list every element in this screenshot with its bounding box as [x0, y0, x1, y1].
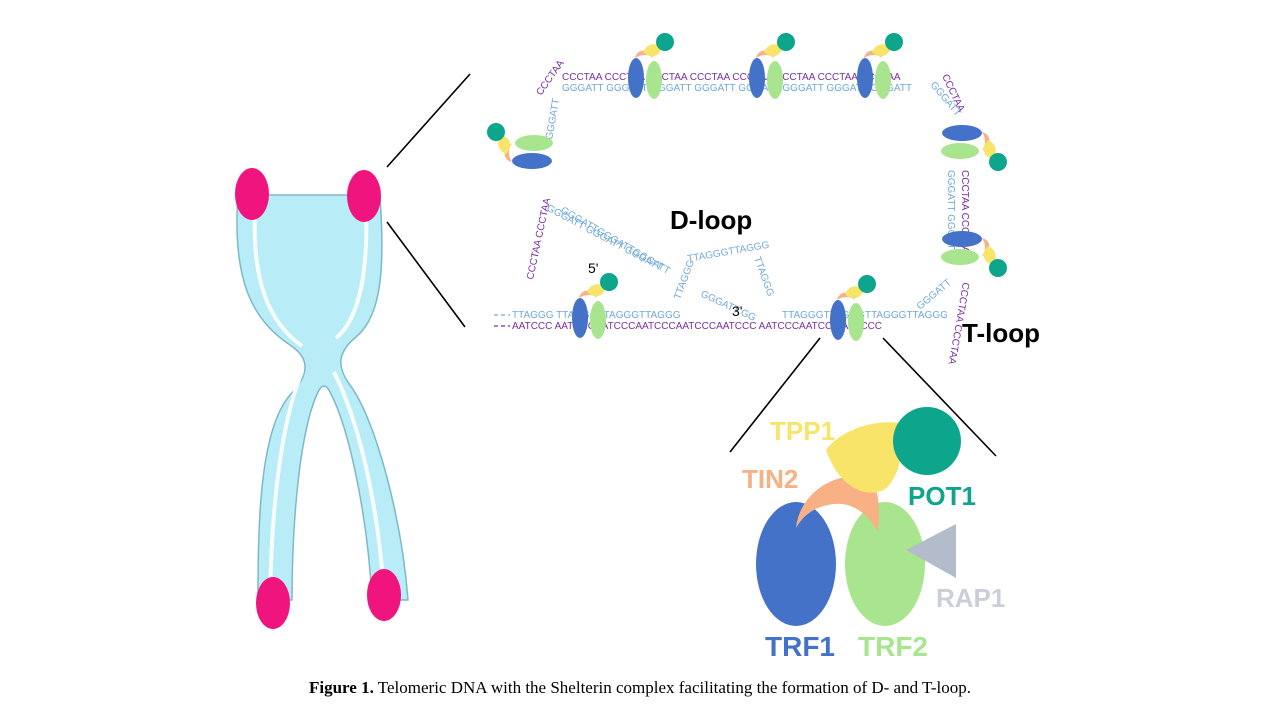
trf1-protein — [756, 502, 836, 626]
five-prime-label: 5' — [588, 260, 598, 276]
zoom-line — [729, 337, 821, 453]
seq-d-loop-strand: GGGATTGGGATTGGGATT — [559, 205, 672, 277]
t-loop-label: T-loop — [962, 318, 1040, 348]
tin2-label: TIN2 — [742, 464, 798, 494]
caption-text: Telomeric DNA with the Shelterin complex… — [377, 678, 971, 697]
pot1-label: POT1 — [908, 481, 976, 511]
seq-top-g: GGGATT GGGATT GGGATT GGGATT GGGATT GGGAT… — [562, 83, 912, 94]
tpp1-protein — [826, 422, 904, 493]
seq-bottom-c: AATCCC AATCCCAATCCCAATCCCAATCCCAATCCC AA… — [512, 321, 882, 332]
mini-complex — [941, 231, 1007, 277]
rap1-protein — [906, 524, 956, 578]
seq-d-loop-overhang: TTAGGG — [672, 258, 697, 301]
telomere-cap-bottom-right — [367, 569, 401, 621]
mini-complex — [487, 123, 553, 169]
seq-left-g: GGGATT — [544, 98, 562, 141]
tin2-protein — [796, 476, 879, 532]
trf2-protein — [845, 502, 925, 626]
zoom-line — [386, 73, 471, 168]
pot1-protein — [893, 407, 961, 475]
rap1-label: RAP1 — [936, 583, 1005, 613]
seq-d-loop-inner: GGGATT GG — [699, 289, 758, 324]
seq-right-g2: GGGATT GGGATT — [945, 170, 956, 256]
zoom-line — [386, 221, 466, 328]
trf2-label: TRF2 — [858, 631, 928, 662]
seq-bottom-g-right: TTAGGGTTAGGGTTAGGGTTAGGG — [782, 310, 948, 321]
seq-right-c2: CCCTAA CCCTAA — [959, 170, 970, 253]
shelterin-complex-detail — [756, 407, 961, 626]
caption-label: Figure 1. — [308, 678, 374, 697]
telomere-cap-bottom-left — [256, 577, 290, 629]
three-prime-label: 3' — [732, 303, 742, 319]
chromosome — [235, 168, 409, 629]
telomere-cap-top-left — [235, 168, 269, 220]
seq-right-g3: GGGATT — [915, 277, 954, 312]
seq-top-c: CCCTAA CCCTAA CCCTAA CCCTAA CCCTAA CCCTA… — [562, 72, 901, 83]
d-loop-label: D-loop — [670, 205, 752, 235]
trf1-label: TRF1 — [765, 631, 835, 662]
zoom-line — [882, 337, 997, 457]
seq-d-loop-right: TTAGGG — [751, 255, 776, 298]
tpp1-label: TPP1 — [770, 416, 835, 446]
mini-complex — [941, 125, 1007, 171]
telomere-cap-top-right — [347, 170, 381, 222]
figure-caption: Figure 1. Telomeric DNA with the Shelter… — [0, 678, 1280, 698]
